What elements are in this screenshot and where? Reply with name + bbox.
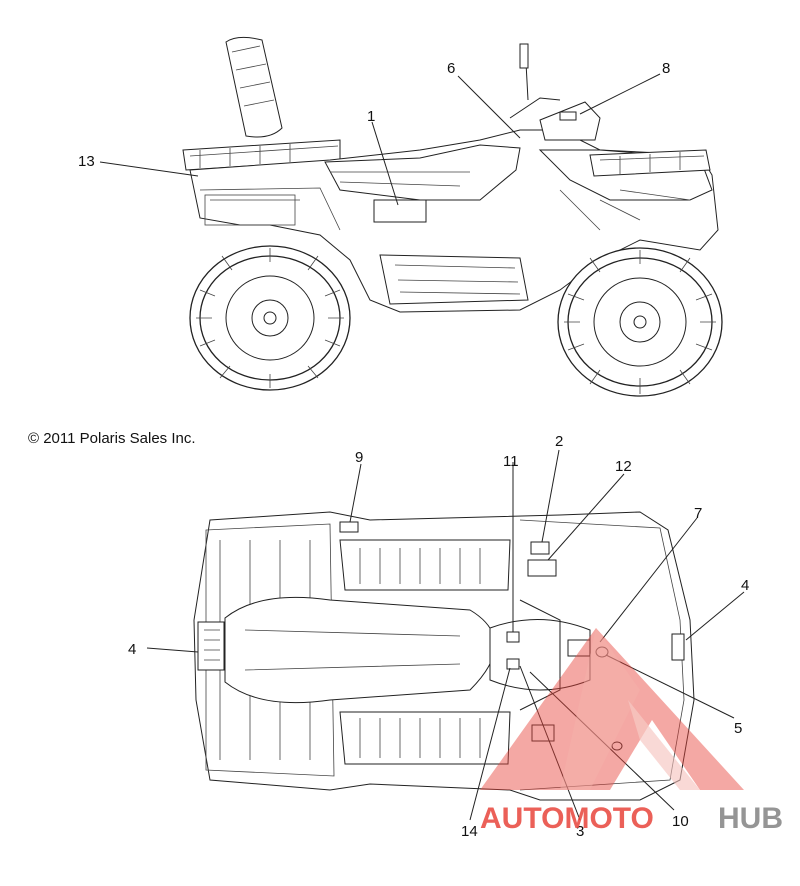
atv-top-view — [146, 449, 745, 821]
callout-7: 7 — [694, 505, 702, 522]
callout-8: 8 — [662, 60, 670, 77]
atv-side-view — [99, 36, 723, 397]
callout-4-left: 4 — [128, 641, 136, 658]
callout-9: 9 — [355, 449, 363, 466]
callout-2: 2 — [555, 433, 563, 450]
watermark-logo — [480, 628, 744, 790]
callout-14: 14 — [461, 823, 478, 840]
callout-10: 10 — [672, 813, 689, 830]
watermark-text-red: AUTOMOTO — [480, 802, 654, 835]
callout-3: 3 — [576, 823, 584, 840]
rear-wheel — [189, 245, 351, 391]
copyright-notice: © 2011 Polaris Sales Inc. — [28, 430, 196, 447]
callout-6: 6 — [447, 60, 455, 77]
callout-4-right: 4 — [741, 577, 749, 594]
front-wheel — [557, 247, 723, 397]
callout-11: 11 — [503, 453, 519, 470]
watermark-text-gray: HUB — [718, 802, 783, 835]
callout-1: 1 — [367, 108, 375, 125]
callout-5: 5 — [734, 720, 742, 737]
callout-13: 13 — [78, 153, 95, 170]
callout-12: 12 — [615, 458, 632, 475]
